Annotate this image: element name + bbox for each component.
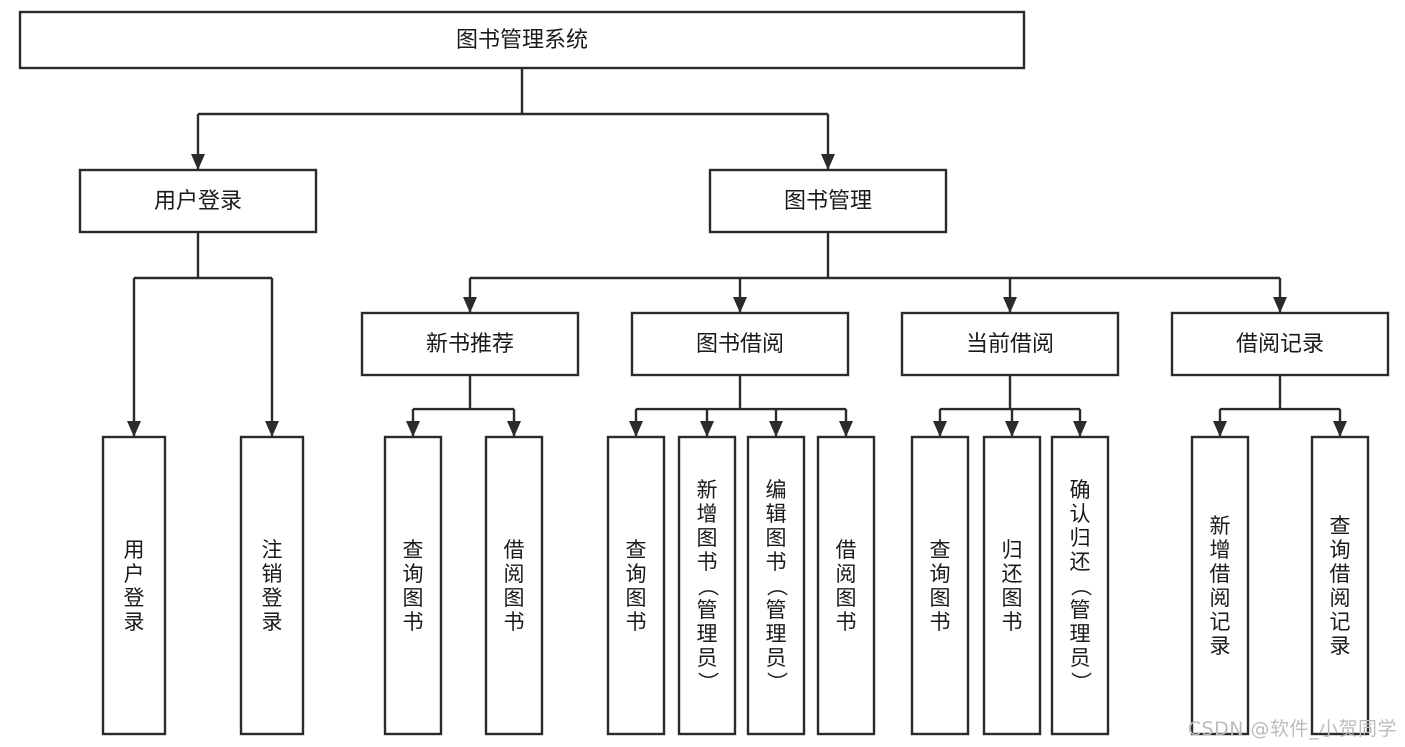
node-box-leaf-return-book[interactable]: [982, 435, 1042, 736]
node-box-root[interactable]: [18, 10, 1026, 70]
connector-arrow: [1333, 421, 1347, 437]
node-box-borrow-record[interactable]: [1170, 311, 1390, 377]
connector-arrow: [629, 421, 643, 437]
connector-arrow: [1213, 421, 1227, 437]
node-label-book-borrow: 图书借阅: [696, 332, 784, 357]
node-box-leaf-edit-book-admin[interactable]: [746, 435, 806, 736]
node-box-book-borrow[interactable]: [630, 311, 850, 377]
connector-arrow: [191, 154, 205, 170]
connector-arrow: [1073, 421, 1087, 437]
connector-arrow: [463, 297, 477, 313]
connector-arrow: [700, 421, 714, 437]
node-box-leaf-borrow-book-1[interactable]: [484, 435, 544, 736]
node-label-book-manage: 图书管理: [784, 189, 872, 214]
connector-arrow: [127, 421, 141, 437]
node-box-leaf-add-borrow-record[interactable]: [1190, 435, 1250, 736]
connector-arrow: [1003, 297, 1017, 313]
node-label-current-borrow: 当前借阅: [966, 332, 1054, 357]
node-box-current-borrow[interactable]: [900, 311, 1120, 377]
node-label-user-login: 用户登录: [154, 189, 242, 214]
node-box-book-manage[interactable]: [708, 168, 948, 234]
node-box-leaf-query-borrow-record[interactable]: [1310, 435, 1370, 736]
node-box-user-login[interactable]: [78, 168, 318, 234]
node-label-borrow-record: 借阅记录: [1236, 332, 1324, 357]
node-box-leaf-borrow-book-2[interactable]: [816, 435, 876, 736]
node-box-leaf-confirm-return-admin[interactable]: [1050, 435, 1110, 736]
node-label-new-book-rec: 新书推荐: [426, 332, 514, 357]
connector-arrow: [265, 421, 279, 437]
connector-arrow: [1005, 421, 1019, 437]
connector-arrow: [933, 421, 947, 437]
connector-arrow: [733, 297, 747, 313]
node-label-root: 图书管理系统: [456, 28, 588, 53]
connector-arrow: [769, 421, 783, 437]
node-box-leaf-user-login[interactable]: [101, 435, 167, 736]
boxes-layer: [18, 10, 1390, 736]
connector-arrow: [406, 421, 420, 437]
connectors-layer: [127, 68, 1347, 437]
connector-arrow: [839, 421, 853, 437]
node-box-leaf-query-book-3[interactable]: [910, 435, 970, 736]
node-box-leaf-add-book-admin[interactable]: [677, 435, 737, 736]
connector-arrow: [507, 421, 521, 437]
node-box-leaf-query-book-1[interactable]: [383, 435, 443, 736]
node-box-new-book-rec[interactable]: [360, 311, 580, 377]
node-box-leaf-logout[interactable]: [239, 435, 305, 736]
connector-arrow: [1273, 297, 1287, 313]
connector-arrow: [821, 154, 835, 170]
node-box-leaf-query-book-2[interactable]: [606, 435, 666, 736]
